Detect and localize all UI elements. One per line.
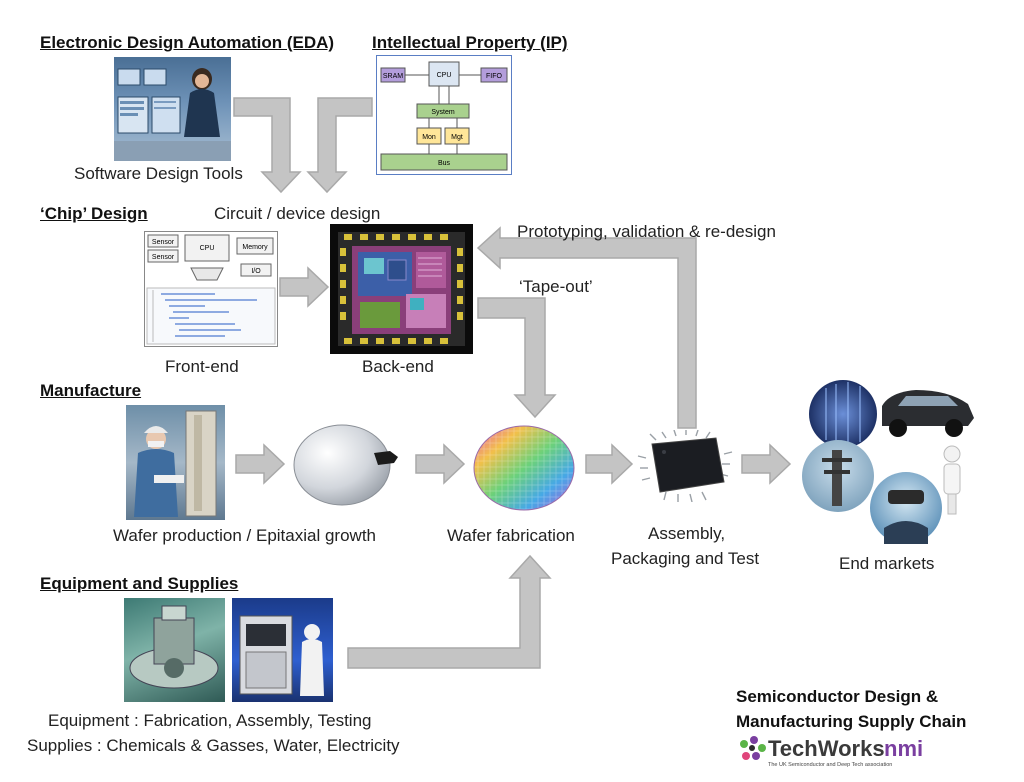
diagram-title: Semiconductor Design & Manufacturing Sup…	[736, 684, 966, 734]
fe-sensor1-label: Sensor	[152, 239, 175, 246]
label-assembly-line1: Assembly,	[648, 524, 726, 543]
packaged-chip-image	[636, 430, 736, 502]
ip-fifo-label: FIFO	[486, 73, 502, 80]
logo-tagline: The UK Semiconductor and Deep Tech assoc…	[768, 762, 892, 768]
ip-bus-label: Bus	[438, 160, 451, 167]
ip-block-diagram: SRAM CPU FIFO System Mon Mgt Bus	[376, 55, 512, 175]
logo-name: TechWorks	[768, 736, 885, 761]
label-supplies-line: Supplies : Chemicals & Gasses, Water, El…	[27, 736, 400, 755]
arrow-tapeout	[477, 297, 557, 419]
arrow-prototyping-loop	[476, 226, 697, 429]
arrow-frontend-to-backend	[279, 266, 330, 308]
fe-io-label: I/O	[251, 268, 261, 275]
heading-chip-design: ‘Chip’ Design	[40, 204, 148, 223]
end-markets-collage	[798, 378, 978, 548]
logo-suffix: nmi	[884, 736, 923, 761]
wafer-production-photo	[126, 405, 225, 520]
arrow-fab-to-assembly	[585, 443, 634, 485]
label-software-tools: Software Design Tools	[74, 164, 243, 183]
techworks-logo: TechWorks nmi The UK Semiconductor and D…	[736, 734, 946, 774]
title-line-1: Semiconductor Design &	[736, 687, 939, 706]
label-back-end: Back-end	[362, 357, 434, 376]
ip-sram-label: SRAM	[383, 73, 403, 80]
heading-ip: Intellectual Property (IP)	[372, 33, 568, 52]
label-wafer-production: Wafer production / Epitaxial growth	[113, 526, 376, 545]
title-line-2: Manufacturing Supply Chain	[736, 712, 967, 731]
arrow-assembly-to-markets	[741, 443, 792, 485]
ip-mgt-label: Mgt	[451, 134, 463, 141]
label-equipment-line: Equipment : Fabrication, Assembly, Testi…	[48, 711, 372, 730]
back-end-chip-layout	[330, 224, 473, 354]
label-circuit-design: Circuit / device design	[214, 204, 381, 223]
label-front-end: Front-end	[165, 357, 239, 376]
arrow-wafer-to-fab	[415, 443, 466, 485]
fe-sensor2-label: Sensor	[152, 254, 175, 261]
fabricated-wafer-image	[472, 425, 576, 511]
equipment-photo-2	[232, 598, 333, 702]
techworks-logo-mark	[740, 736, 766, 760]
heading-equipment-supplies: Equipment and Supplies	[40, 574, 239, 593]
label-prototyping: Prototyping, validation & re-design	[517, 222, 776, 241]
arrow-ip-to-circuit	[306, 97, 373, 194]
fe-memory-label: Memory	[242, 244, 268, 251]
label-tape-out: ‘Tape-out’	[519, 277, 593, 296]
arrow-eda-to-circuit	[233, 97, 302, 194]
arrow-wafer-production-to-wafer	[235, 443, 286, 485]
equipment-photo-1	[124, 598, 225, 702]
heading-manufacture: Manufacture	[40, 381, 142, 400]
arrow-equipment-to-fab	[347, 554, 552, 669]
ip-mon-label: Mon	[422, 134, 436, 141]
label-end-markets: End markets	[839, 554, 935, 573]
silicon-wafer-image	[290, 423, 410, 507]
eda-engineer-photo	[114, 57, 231, 161]
ip-cpu-label: CPU	[437, 72, 452, 79]
ip-system-label: System	[431, 109, 455, 116]
label-assembly-line2: Packaging and Test	[611, 549, 760, 568]
heading-eda: Electronic Design Automation (EDA)	[40, 33, 335, 52]
label-wafer-fabrication: Wafer fabrication	[447, 526, 575, 545]
fe-cpu-label: CPU	[200, 245, 215, 252]
front-end-diagram: Sensor Sensor CPU Memory I/O	[144, 231, 278, 347]
